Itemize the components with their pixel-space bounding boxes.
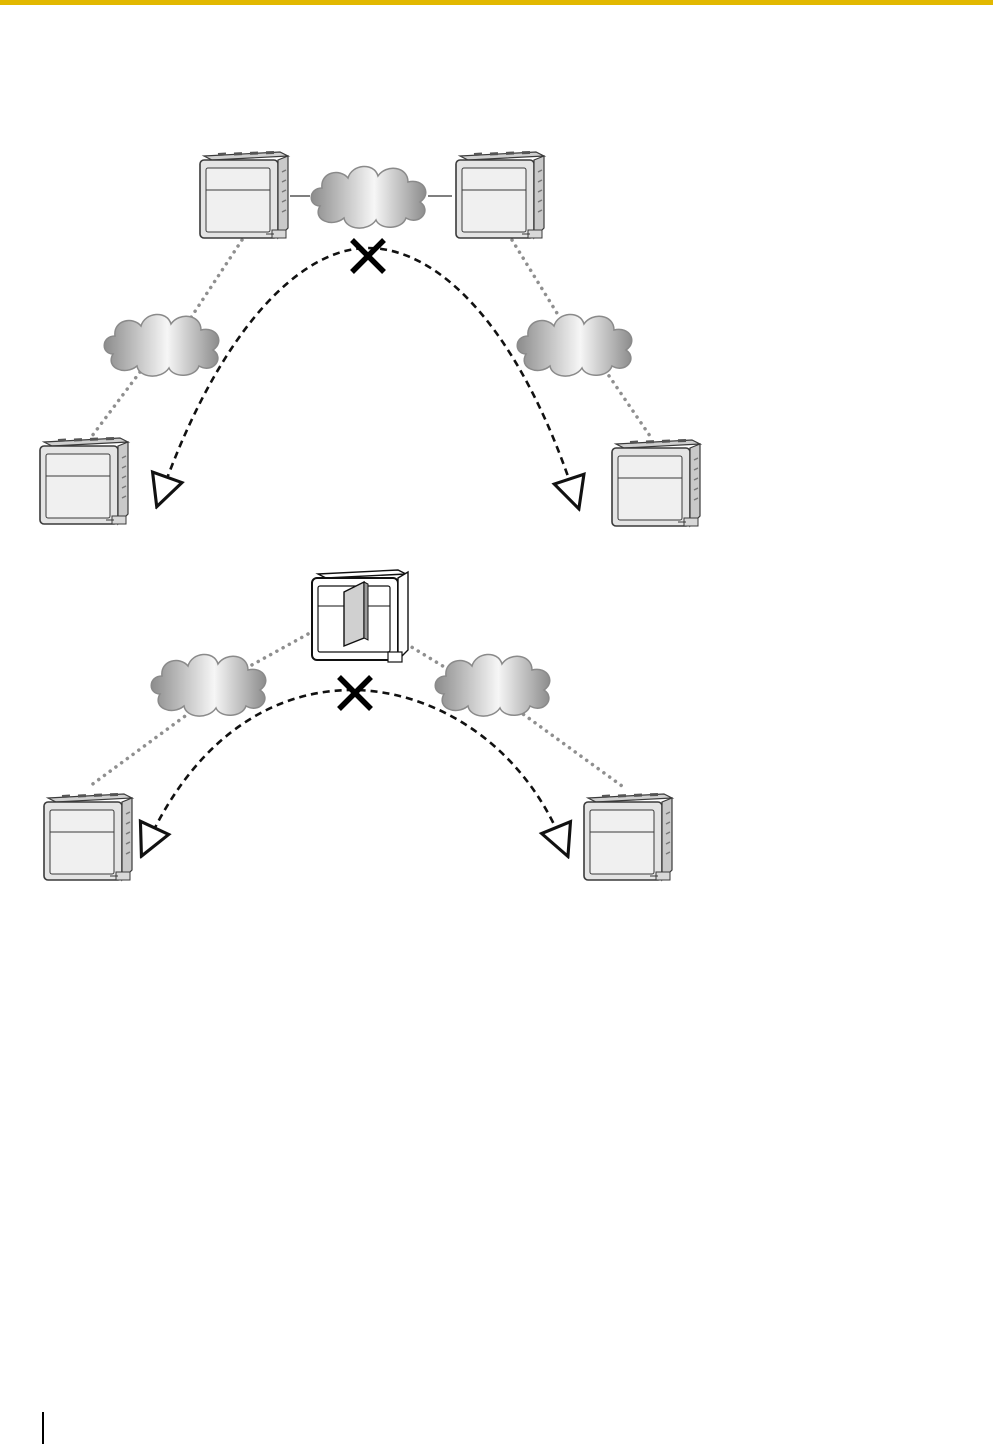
x-mark-icon xyxy=(352,240,384,272)
network-cloud-icon xyxy=(435,654,550,716)
pbx-server-unit-icon xyxy=(456,152,544,238)
network-cloud-icon xyxy=(517,314,632,376)
pbx-server-unit-icon xyxy=(44,794,132,880)
dotted-link xyxy=(250,634,308,666)
pbx-server-unit-icon xyxy=(40,438,128,524)
pbx-server-unit-icon xyxy=(612,440,700,526)
x-mark-icon xyxy=(339,677,371,709)
dashed-route-arrow xyxy=(162,248,574,494)
dotted-link xyxy=(512,240,560,318)
network-cloud-icon xyxy=(311,166,426,228)
margin-bar xyxy=(42,1412,44,1444)
pbx-server-unit-icon xyxy=(584,794,672,880)
dotted-link xyxy=(92,372,140,436)
dotted-link xyxy=(512,706,622,786)
card-insert-icon xyxy=(344,582,368,646)
dotted-link xyxy=(90,708,196,786)
network-cloud-icon xyxy=(151,654,266,716)
network-cloud-icon xyxy=(104,314,219,376)
top-diagram xyxy=(40,152,700,526)
dotted-link xyxy=(188,240,242,322)
bottom-diagram xyxy=(44,570,672,880)
dotted-link xyxy=(605,370,650,436)
pbx-server-unit-icon xyxy=(200,152,288,238)
